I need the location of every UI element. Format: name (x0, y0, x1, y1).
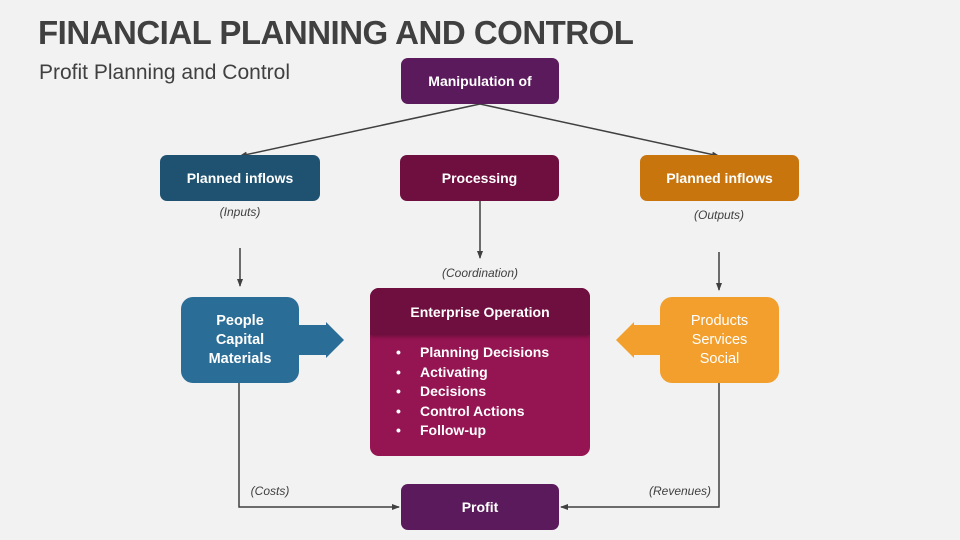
block-arrow-right (298, 322, 344, 358)
revenues-label: (Revenues) (648, 484, 712, 498)
planned-inflows-inputs-label: Planned inflows (186, 170, 294, 186)
enterprise-item: Decisions (396, 382, 590, 402)
profit-box: Profit (401, 484, 559, 530)
planned-inflows-outputs-box: Planned inflows (640, 155, 799, 201)
enterprise-item: Control Actions (396, 402, 590, 422)
enterprise-operation-list: Planning Decisions Activating Decisions … (370, 343, 590, 441)
arrow-revenues-to-profit (560, 383, 720, 510)
output-services: Services (691, 331, 748, 348)
processing-box: Processing (400, 155, 559, 201)
resources-box: People Capital Materials (181, 297, 299, 383)
resource-materials: Materials (208, 350, 272, 367)
enterprise-item: Follow-up (396, 421, 590, 441)
planned-inflows-outputs-label: Planned inflows (666, 170, 773, 186)
costs-label: (Costs) (250, 484, 290, 498)
enterprise-item: Activating (396, 363, 590, 383)
resource-people: People (216, 312, 264, 329)
output-products: Products (690, 312, 749, 329)
profit-label: Profit (461, 499, 499, 515)
resource-capital: Capital (215, 331, 265, 348)
slide-subtitle: Profit Planning and Control (39, 61, 290, 84)
planned-inflows-inputs-box: Planned inflows (160, 155, 320, 201)
arrow-manipulation-to-outputs (479, 103, 720, 158)
manipulation-box: Manipulation of (401, 58, 559, 104)
coordination-label: (Coordination) (441, 266, 519, 280)
block-arrow-left (616, 322, 662, 358)
arrow-costs-to-profit (238, 383, 400, 510)
output-social: Social (699, 350, 740, 367)
enterprise-operation-title: Enterprise Operation (370, 288, 590, 335)
inputs-label: (Inputs) (219, 205, 261, 219)
slide-title: FINANCIAL PLANNING AND CONTROL (38, 14, 634, 51)
enterprise-item: Planning Decisions (396, 343, 590, 363)
processing-label: Processing (441, 170, 518, 186)
enterprise-operation-box: Enterprise Operation Planning Decisions … (370, 288, 590, 456)
outputs-box: Products Services Social (660, 297, 779, 383)
arrow-manipulation-to-inputs (239, 103, 481, 158)
outputs-label: (Outputs) (693, 208, 745, 222)
manipulation-label: Manipulation of (428, 73, 532, 89)
